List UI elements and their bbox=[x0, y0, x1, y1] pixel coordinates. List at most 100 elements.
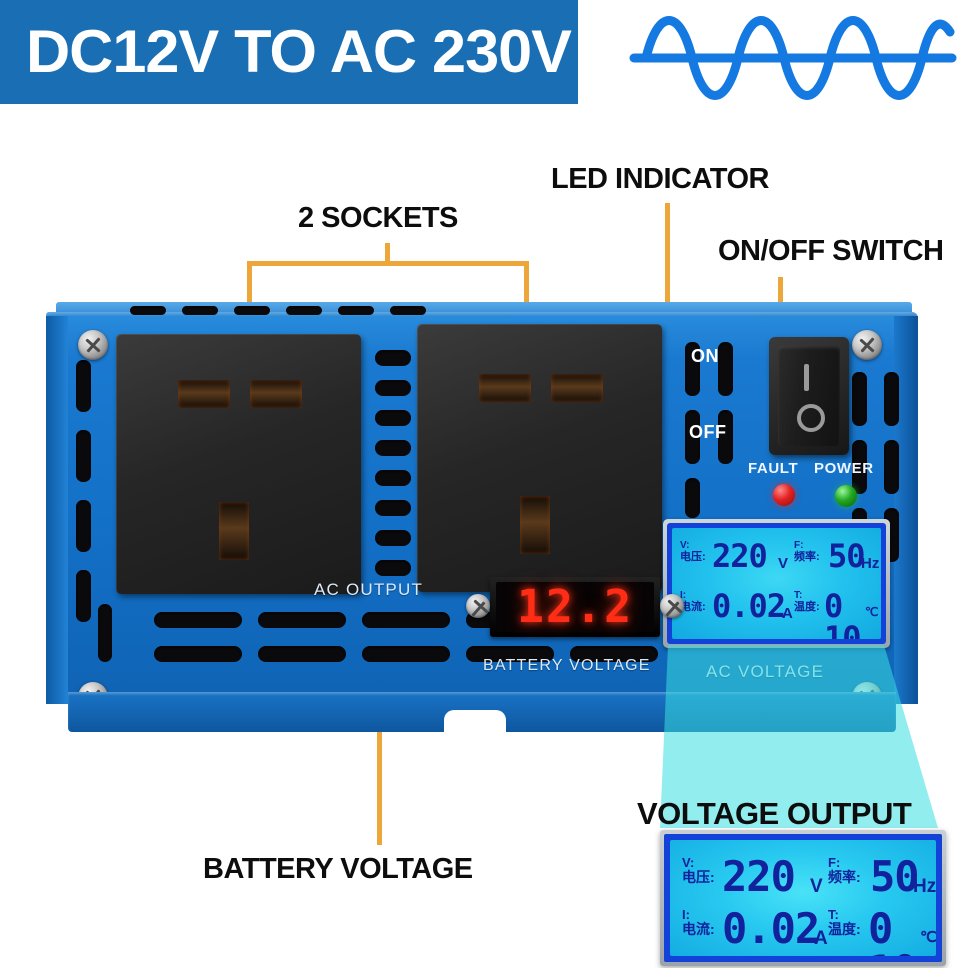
socket-neutral-slot bbox=[551, 374, 603, 402]
power-on-symbol-icon bbox=[804, 364, 809, 391]
inset-frequency-tag: F: bbox=[828, 855, 841, 870]
vent-slot bbox=[390, 306, 426, 315]
banner-title: DC12V TO AC 230V bbox=[26, 18, 572, 85]
callout-voltage-output: VOLTAGE OUTPUT bbox=[637, 796, 912, 831]
inset-temperature-unit: ℃ bbox=[920, 929, 936, 946]
silkscreen-ac-output: AC OUTPUT bbox=[314, 580, 424, 599]
ac-socket-right[interactable] bbox=[417, 324, 662, 592]
lcd-screen: V: 电压: 220 V F: 频率: 50 Hz I: 电流: bbox=[672, 528, 881, 639]
inset-screen: V: 电压: 220 V F: 频率: 50 Hz I: 电流: 0.02 A bbox=[670, 840, 936, 956]
fault-led-label: FAULT bbox=[748, 460, 799, 477]
socket-live-slot bbox=[479, 374, 531, 402]
ac-socket-left[interactable] bbox=[116, 334, 361, 594]
vent-slot bbox=[375, 470, 411, 486]
flange-notch bbox=[444, 710, 506, 734]
power-inverter-device: AC OUTPUT BATTERY VOLTAGE AC VOLTAGE ON … bbox=[46, 302, 918, 782]
vent-slot bbox=[338, 306, 374, 315]
lcd-temperature-cn: 温度: bbox=[794, 601, 820, 613]
switch-on-label: ON bbox=[691, 346, 719, 366]
screw-icon bbox=[660, 594, 684, 618]
vent-slot bbox=[685, 342, 700, 396]
vent-slot bbox=[258, 646, 346, 662]
vent-slot bbox=[154, 612, 242, 628]
lcd-magnified-inset: V: 电压: 220 V F: 频率: 50 Hz I: 电流: 0.02 A bbox=[660, 830, 946, 966]
vent-slot bbox=[375, 350, 411, 366]
vent-slot bbox=[466, 646, 554, 662]
silkscreen-battery-voltage: BATTERY VOLTAGE bbox=[483, 657, 651, 674]
screw-icon bbox=[78, 330, 108, 360]
switch-off-label: OFF bbox=[689, 422, 727, 442]
vent-slot bbox=[130, 306, 166, 315]
vent-slot bbox=[362, 646, 450, 662]
vent-slot bbox=[884, 372, 899, 426]
lcd-bezel: V: 电压: 220 V F: 频率: 50 Hz I: 电流: bbox=[667, 523, 886, 644]
callout-led-indicator: LED INDICATOR bbox=[551, 163, 769, 195]
inset-current-tag: I: bbox=[682, 907, 690, 922]
vent-slot bbox=[362, 612, 450, 628]
vent-slot bbox=[852, 372, 867, 426]
callout-battery-voltage: BATTERY VOLTAGE bbox=[203, 853, 473, 885]
lcd-current-value: 0.02 bbox=[712, 587, 786, 625]
vent-slot bbox=[234, 306, 270, 315]
lcd-temperature-value: 0 10 bbox=[824, 587, 862, 639]
inset-temperature-value: 0 10 bbox=[868, 904, 918, 957]
vent-slot bbox=[182, 306, 218, 315]
power-led-label: POWER bbox=[814, 460, 874, 477]
vent-slot bbox=[718, 410, 733, 464]
lcd-current-tag: I: bbox=[680, 590, 687, 601]
vent-slot bbox=[375, 410, 411, 426]
socket-live-slot bbox=[178, 380, 230, 408]
battery-voltage-value: 12.2 bbox=[516, 580, 634, 633]
lcd-display-panel: V: 电压: 220 V F: 频率: 50 Hz I: 电流: bbox=[663, 519, 890, 648]
vent-slot bbox=[718, 342, 733, 396]
lcd-frequency-cn: 频率: bbox=[794, 551, 820, 563]
vent-slot bbox=[76, 430, 91, 482]
silkscreen-ac-voltage: AC VOLTAGE bbox=[706, 662, 825, 681]
inset-current-unit: A bbox=[814, 928, 828, 949]
vent-slot bbox=[258, 612, 346, 628]
inset-bezel: V: 电压: 220 V F: 频率: 50 Hz I: 电流: 0.02 A bbox=[664, 834, 942, 962]
lcd-voltage-unit: V bbox=[778, 555, 789, 572]
vent-slot bbox=[884, 440, 899, 494]
vent-slot bbox=[98, 604, 112, 662]
lcd-temperature-unit: ℃ bbox=[865, 605, 879, 619]
socket-neutral-slot bbox=[250, 380, 302, 408]
lcd-frequency-unit: Hz bbox=[861, 555, 880, 572]
rocker-button[interactable] bbox=[778, 346, 840, 446]
inset-voltage-cn: 电压: bbox=[682, 869, 715, 885]
vent-slot bbox=[685, 478, 700, 518]
vent-slot bbox=[685, 410, 700, 464]
inset-temperature-tag: T: bbox=[828, 907, 839, 922]
leader-line-sockets-bar bbox=[247, 261, 529, 266]
lcd-current-unit: A bbox=[782, 605, 793, 622]
lcd-voltage-tag: V: bbox=[680, 540, 690, 551]
inset-frequency-cn: 频率: bbox=[828, 869, 861, 885]
inset-voltage-value: 220 bbox=[722, 852, 796, 901]
on-off-rocker-switch[interactable] bbox=[769, 337, 849, 455]
vent-slot bbox=[76, 500, 91, 552]
socket-earth-slot bbox=[219, 502, 249, 560]
vent-slot bbox=[76, 570, 91, 622]
vent-slot bbox=[154, 646, 242, 662]
vent-slot bbox=[852, 440, 867, 494]
lcd-current-cn: 电流: bbox=[680, 601, 706, 613]
inset-current-value: 0.02 bbox=[722, 904, 820, 953]
title-banner: DC12V TO AC 230V bbox=[0, 0, 578, 104]
power-off-symbol-icon bbox=[797, 404, 825, 432]
vent-slot bbox=[286, 306, 322, 315]
screw-icon bbox=[466, 594, 490, 618]
inset-frequency-unit: Hz bbox=[913, 876, 936, 897]
battery-meter-screen: 12.2 bbox=[496, 582, 654, 632]
lcd-frequency-value: 50 bbox=[828, 537, 866, 575]
lcd-voltage-value: 220 bbox=[712, 537, 768, 575]
vent-slot bbox=[375, 500, 411, 516]
vent-slot bbox=[76, 360, 91, 412]
callout-2-sockets: 2 SOCKETS bbox=[298, 202, 458, 234]
vent-slot bbox=[375, 530, 411, 546]
vent-slot bbox=[375, 440, 411, 456]
fault-led-icon bbox=[773, 484, 795, 506]
socket-earth-slot bbox=[520, 496, 550, 554]
inset-temperature-cn: 温度: bbox=[828, 921, 861, 937]
vent-slot bbox=[375, 380, 411, 396]
